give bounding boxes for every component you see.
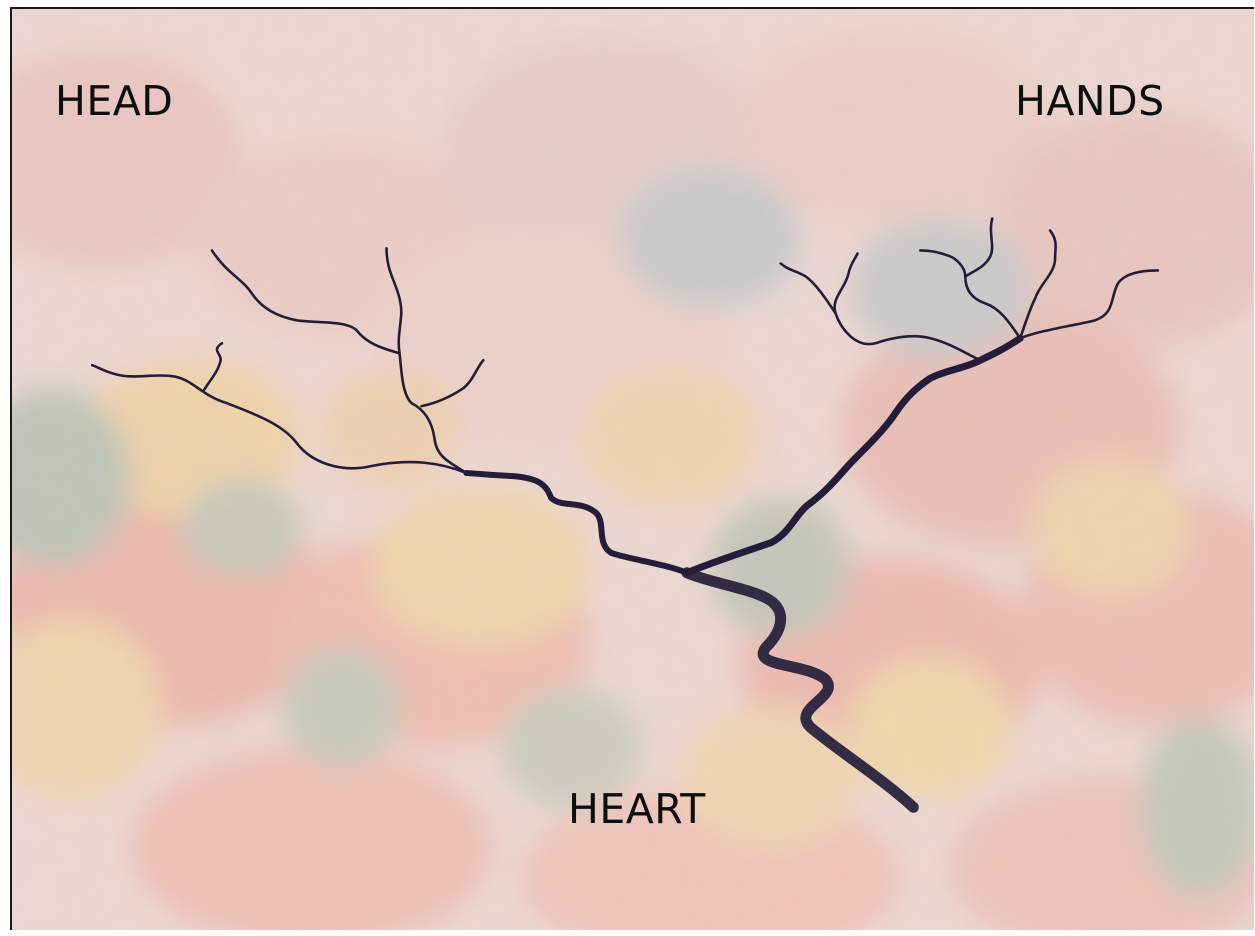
river-branch-left-e bbox=[204, 343, 222, 390]
label-heart: HEART bbox=[568, 789, 706, 830]
river-branch-left-a bbox=[92, 365, 466, 473]
river-branch-right-e bbox=[835, 253, 981, 360]
river-branch-left-d bbox=[421, 360, 483, 406]
slide-canvas: HEAD HANDS HEART bbox=[10, 7, 1254, 930]
river-branch-right-main bbox=[687, 338, 1020, 572]
label-hands: HANDS bbox=[1015, 81, 1165, 122]
river-branch-right-d bbox=[965, 219, 992, 277]
river-branch-left-c bbox=[212, 250, 400, 353]
river-branch-right-c bbox=[920, 250, 1020, 338]
river-branch-left-main bbox=[466, 473, 687, 573]
river-branch-right-b bbox=[1020, 231, 1055, 339]
river-branch-left-b bbox=[387, 248, 467, 473]
label-head: HEAD bbox=[55, 81, 173, 122]
river-branch-right-f bbox=[781, 263, 836, 313]
river-trunk bbox=[687, 573, 914, 807]
river-branch-right-a bbox=[1020, 270, 1158, 338]
